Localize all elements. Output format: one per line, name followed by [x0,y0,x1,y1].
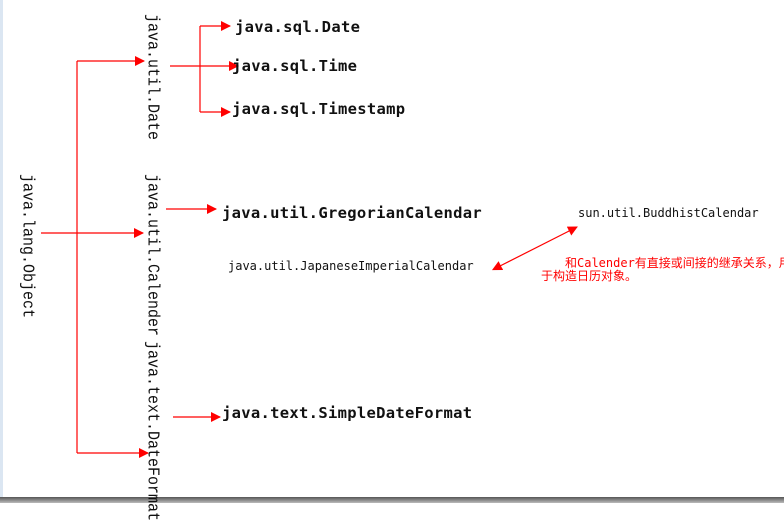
window-bottom-border [0,497,784,503]
node-java-text-dateformat: java.text.DateFormat [143,341,162,521]
node-java-util-calender: java.util.Calender [143,174,162,337]
note-line-2: 于构造日历对象。 [541,269,638,283]
node-gregorian-calendar: java.util.GregorianCalendar [222,204,483,222]
node-simpledateformat: java.text.SimpleDateFormat [222,404,473,422]
note-line-1: 和Calender有直接或间接的继承关系，用 [565,256,784,270]
node-japanese-imperial-calendar: java.util.JapaneseImperialCalendar [228,259,474,273]
node-java-lang-object: java.lang.Object [18,174,37,319]
node-buddhist-calendar: sun.util.BuddhistCalendar [578,206,759,220]
node-java-sql-timestamp: java.sql.Timestamp [232,100,406,118]
window-left-border [0,0,3,497]
double-arrow [491,226,578,271]
node-java-sql-time: java.sql.Time [232,57,358,75]
node-java-sql-date: java.sql.Date [235,18,361,36]
connector-lines [41,21,578,458]
node-java-util-date: java.util.Date [143,14,162,141]
